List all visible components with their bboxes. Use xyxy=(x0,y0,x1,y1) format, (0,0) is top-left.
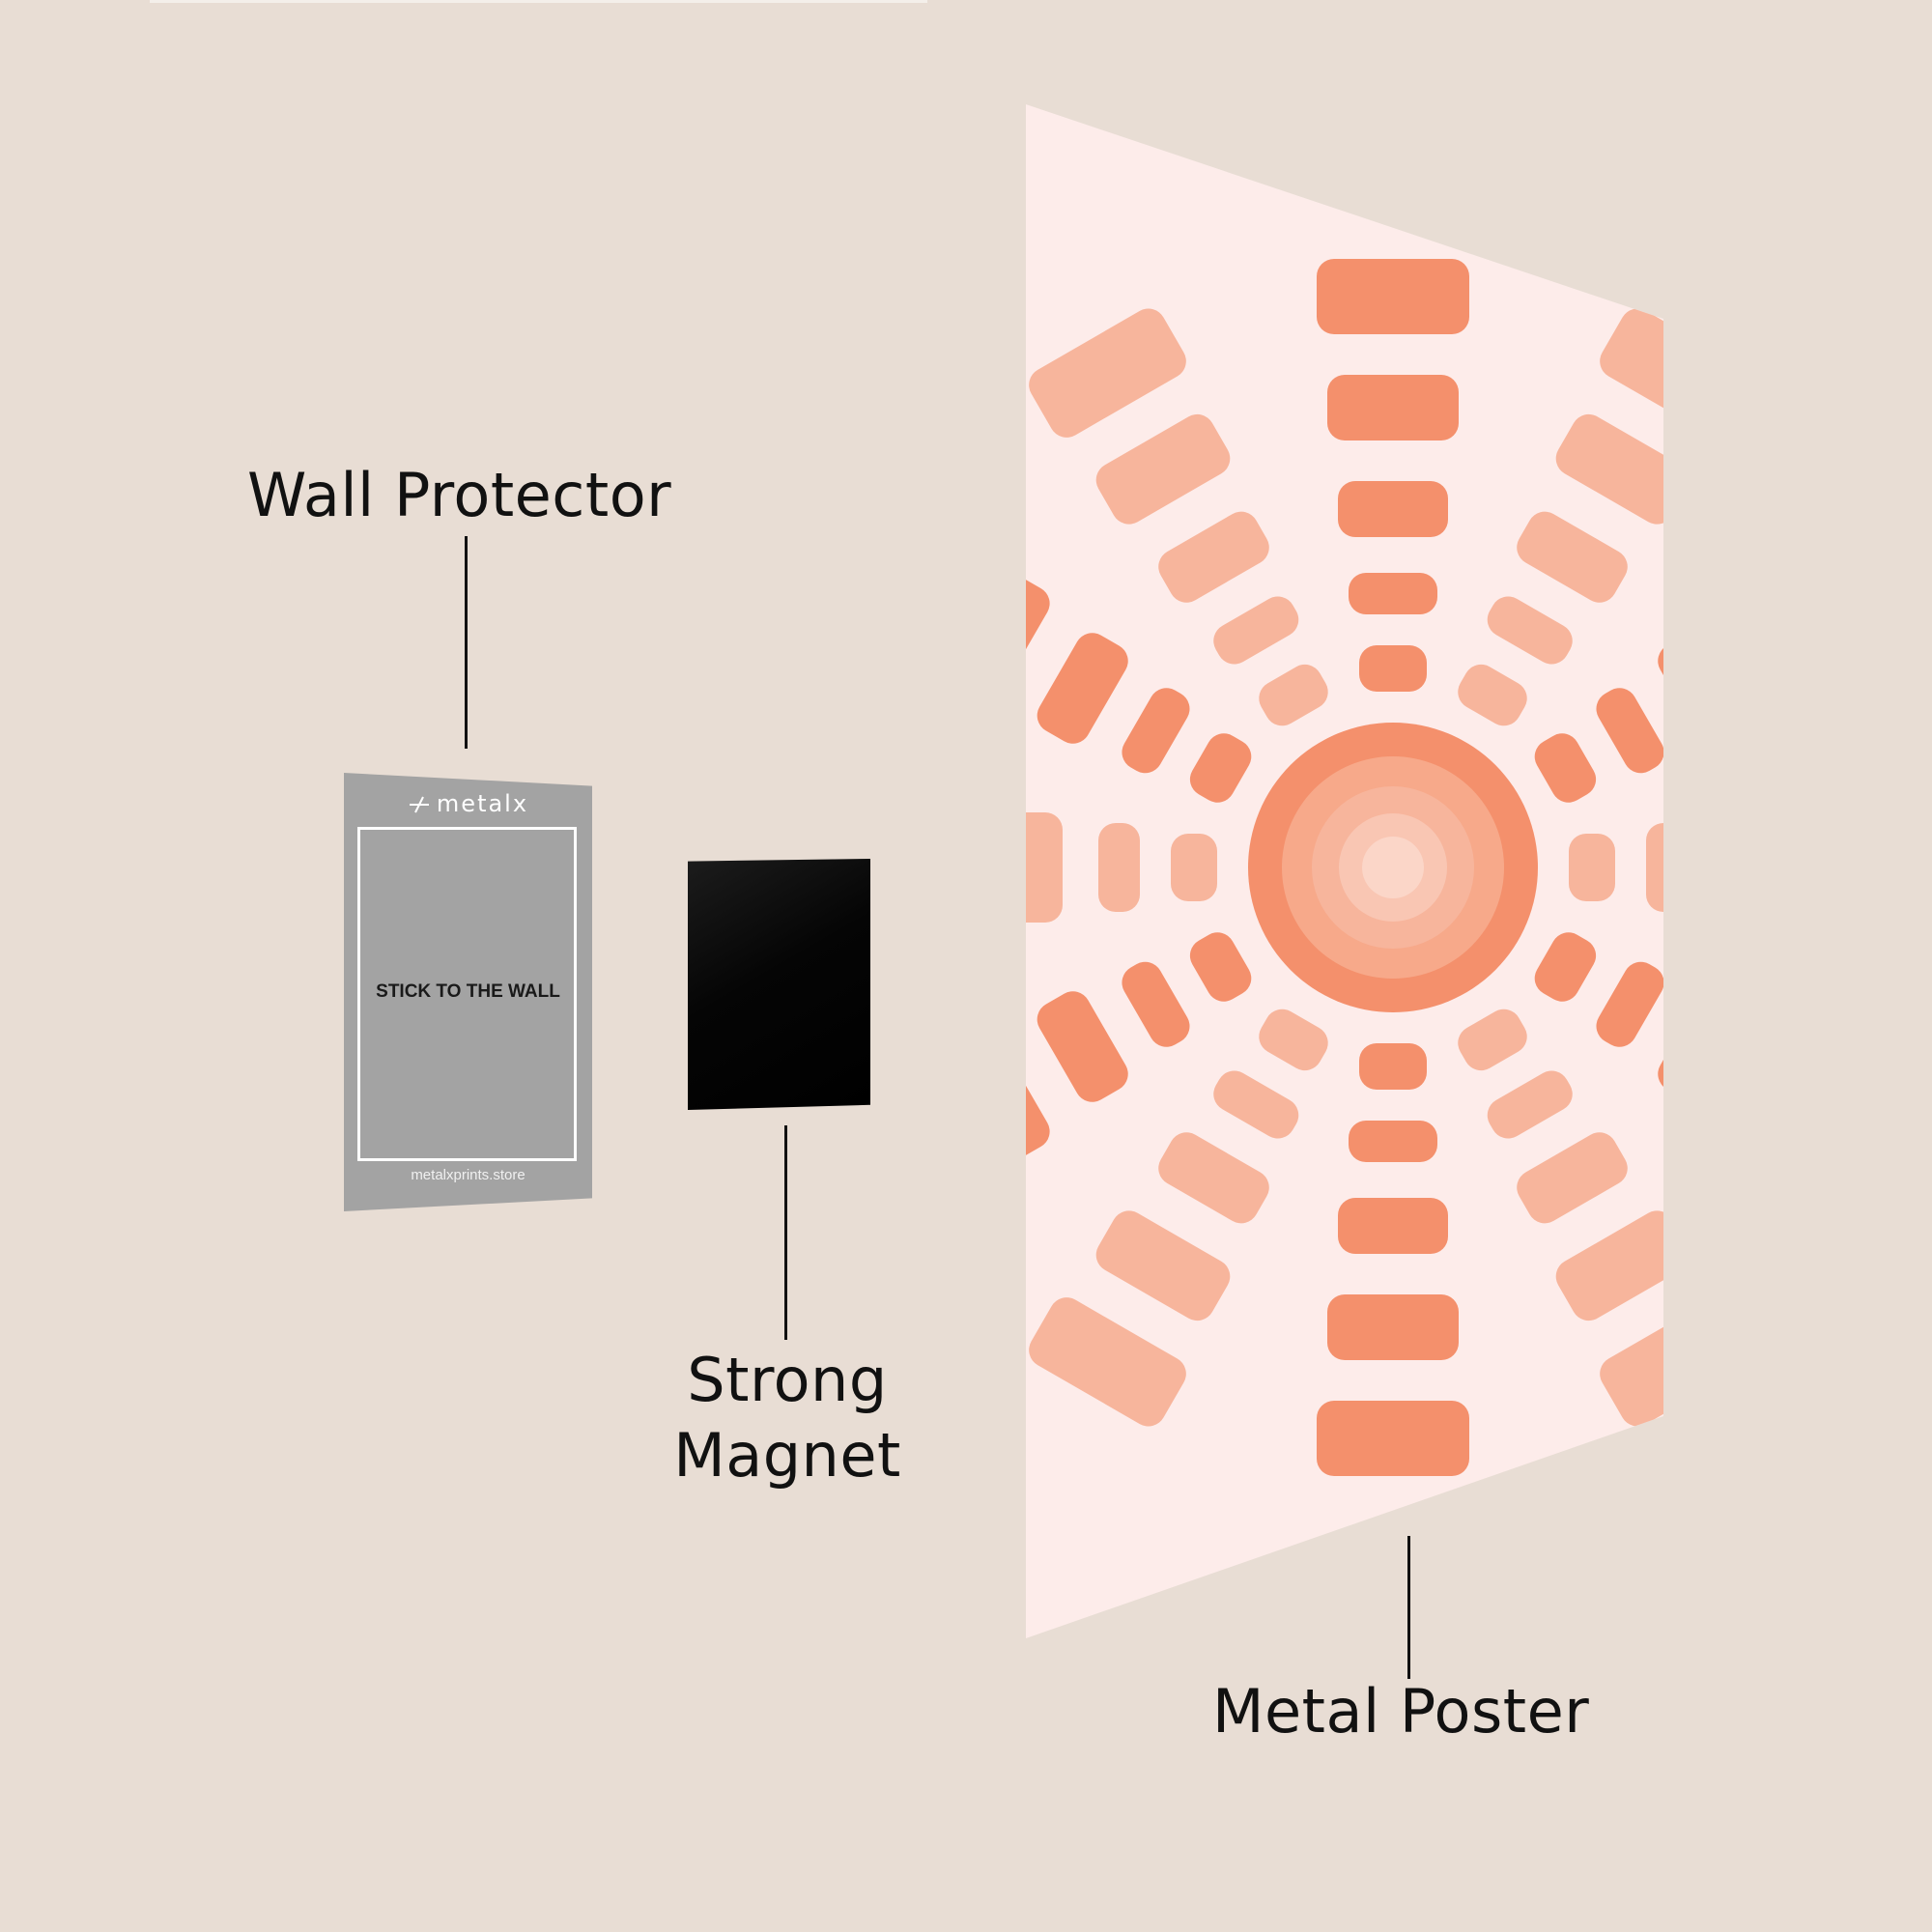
protector-brand: metalx xyxy=(344,790,592,817)
sun-ray-segment xyxy=(1029,308,1186,438)
protector-frame xyxy=(357,827,577,1161)
sun-ray-segment xyxy=(1122,961,1190,1047)
sun-ray-segment xyxy=(1095,1210,1231,1321)
sun-ray-segment xyxy=(1189,733,1252,803)
sun-ray-segment xyxy=(1487,596,1573,665)
metal-poster xyxy=(1026,104,1663,1638)
sun-ray-segment xyxy=(1338,481,1448,537)
sun-ray-segment xyxy=(1600,1297,1663,1427)
sun-ray-segment xyxy=(1037,991,1128,1102)
sun-ray-segment xyxy=(1349,1121,1437,1162)
strong-magnet xyxy=(688,859,870,1110)
sun-ray-segment xyxy=(1189,932,1252,1002)
sun-ray-segment xyxy=(1317,259,1469,334)
sun-ray-segment xyxy=(1098,823,1140,912)
sun-ray-segment xyxy=(1517,1132,1628,1224)
protector-url: metalxprints.store xyxy=(411,1167,526,1183)
sun-ray-segment xyxy=(1458,664,1527,726)
sun-ray-segment xyxy=(1095,413,1231,525)
sun-ray-segment xyxy=(1029,1297,1186,1427)
sun-ray-segment xyxy=(1458,1009,1527,1071)
sun-ray-segment xyxy=(1317,1401,1469,1476)
sun-ray-segment xyxy=(1487,1070,1573,1139)
wall-protector-leader-line xyxy=(465,536,468,749)
sun-ray-segment xyxy=(1534,733,1597,803)
sun-ray-segment xyxy=(1569,834,1615,901)
sun-ray-segment xyxy=(1171,834,1217,901)
strong-magnet-label: Strong Magnet xyxy=(657,1343,918,1493)
wall-protector-label: Wall Protector xyxy=(247,460,672,530)
sun-ray-segment xyxy=(1600,308,1663,438)
metal-poster-artwork xyxy=(1026,104,1663,1638)
sun-ray-segment xyxy=(1338,1198,1448,1254)
top-strip xyxy=(150,0,927,3)
sun-ray-segment xyxy=(1158,1132,1269,1224)
sun-ray-segment xyxy=(1555,413,1663,525)
metal-poster-label: Metal Poster xyxy=(1212,1676,1590,1747)
sun-ray-segment xyxy=(1359,645,1427,692)
sun-ray-segment xyxy=(1646,823,1663,912)
sun-ray-segment xyxy=(1213,596,1299,665)
sun-core xyxy=(1362,837,1424,898)
protector-brand-text: metalx xyxy=(436,790,529,817)
sun-ray-segment xyxy=(1349,573,1437,614)
sun-ray-segment xyxy=(1327,375,1459,440)
sun-ray-segment xyxy=(1213,1070,1299,1139)
sun-ray-segment xyxy=(1259,664,1328,726)
sun-ray-segment xyxy=(1026,812,1063,923)
sun-ray-segment xyxy=(1596,961,1663,1047)
metal-poster-leader-line xyxy=(1407,1536,1410,1679)
sun-ray-segment xyxy=(1596,688,1663,774)
sun-ray-segment xyxy=(1037,633,1128,744)
sun-ray-segment xyxy=(1327,1294,1459,1360)
strong-magnet-label-line2: Magnet xyxy=(673,1420,901,1491)
metalx-logo-icon xyxy=(409,796,429,813)
poster-sun-rays xyxy=(1026,259,1663,1476)
strong-magnet-leader-line xyxy=(784,1125,787,1340)
strong-magnet-label-line1: Strong xyxy=(687,1345,888,1415)
sun-ray-segment xyxy=(1359,1043,1427,1090)
sun-ray-segment xyxy=(1517,511,1628,603)
protector-instruction: STICK TO THE WALL xyxy=(376,981,560,1002)
sun-ray-segment xyxy=(1259,1009,1328,1071)
sun-ray-segment xyxy=(1555,1210,1663,1321)
sun-ray-segment xyxy=(1534,932,1597,1002)
wall-protector: metalx STICK TO THE WALL metalxprints.st… xyxy=(344,773,592,1211)
sun-ray-segment xyxy=(1158,511,1269,603)
wall-protector-plate xyxy=(344,773,592,1211)
sun-ray-segment xyxy=(1122,688,1190,774)
